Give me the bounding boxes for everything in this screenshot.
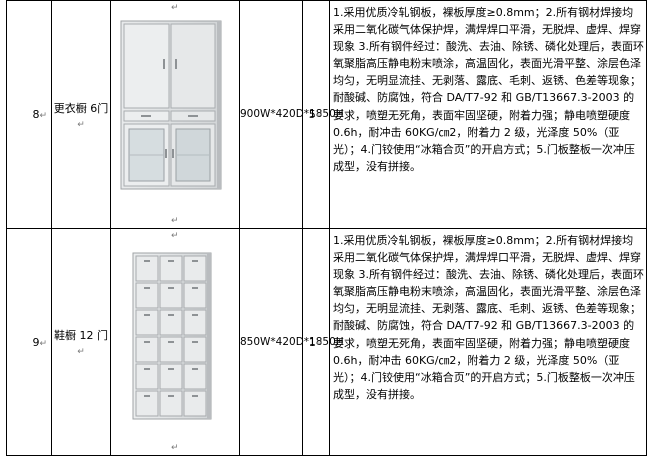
item-name: 更衣橱 6门 (53, 101, 109, 115)
paragraph-mark: ↵ (171, 231, 179, 241)
paragraph-mark: ↵ (39, 338, 47, 349)
paragraph-mark: ↵ (171, 3, 179, 13)
paragraph-mark: ↵ (171, 216, 179, 226)
shoe-cabinet-12-door-image (131, 251, 213, 424)
item-size: 850W*420D*1850H (240, 335, 344, 348)
quantity-cell: 1↵ (302, 228, 330, 456)
wardrobe-6-door-image (119, 19, 225, 194)
size-cell: 900W*420D*1850H (239, 0, 344, 229)
paragraph-mark: ↵ (77, 347, 85, 357)
item-name-cell: 鞋橱 12 门 ↵ (51, 228, 111, 456)
paragraph-mark: ↵ (315, 111, 324, 121)
item-size: 900W*420D*1850H (240, 108, 344, 120)
description-cell: 1.采用优质冷轧钢板，裸板厚度≥0.8mm；2.所有钢材焊接均采用二氧化碳气体保… (329, 0, 647, 229)
row-number: 8 (32, 108, 40, 121)
product-image-cell: ↵ (110, 0, 240, 229)
product-image-cell: ↵ (110, 228, 240, 456)
paragraph-mark: ↵ (171, 443, 179, 453)
item-name-cell: 更衣橱 6门 ↵ (51, 0, 111, 229)
row-number-cell: 8↵ (6, 0, 52, 229)
quantity-cell: 5↵ (302, 0, 330, 229)
paragraph-mark: ↵ (77, 119, 85, 130)
spec-table: 8↵ 更衣橱 6门↵ ↵ (6, 0, 647, 456)
paragraph-mark: ↵ (39, 111, 47, 121)
size-cell: 850W*420D*1850H (239, 228, 344, 456)
description-cell: 1.采用优质冷轧钢板，裸板厚度≥0.8mm；2.所有钢材焊接均采用二氧化碳气体保… (329, 228, 647, 456)
item-quantity: 5 (308, 108, 316, 121)
table-row: 8↵ 更衣橱 6门↵ ↵ (6, 0, 647, 229)
item-name: 鞋橱 12 门 (54, 329, 108, 342)
item-description: 1.采用优质冷轧钢板，裸板厚度≥0.8mm；2.所有钢材焊接均采用二氧化碳气体保… (333, 6, 644, 173)
paragraph-mark: ↵ (315, 338, 324, 349)
table-row: 9↵ 鞋橱 12 门↵ ↵ (6, 228, 647, 456)
item-description: 1.采用优质冷轧钢板，裸板厚度≥0.8mm；2.所有钢材焊接均采用二氧化碳气体保… (333, 234, 644, 401)
row-number-cell: 9↵ (6, 228, 52, 456)
row-number: 9 (32, 335, 40, 349)
item-quantity: 1 (308, 335, 316, 349)
